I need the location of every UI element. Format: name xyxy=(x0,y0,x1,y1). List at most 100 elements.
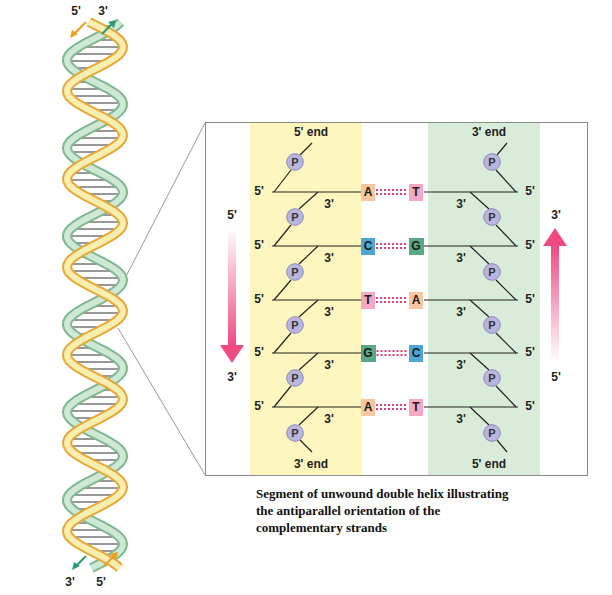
phosphate-label: P xyxy=(488,267,495,278)
helix-strand xyxy=(67,22,123,568)
phosphate-outline xyxy=(287,317,304,334)
direction-arrow xyxy=(543,228,567,246)
carbon-label: 5' xyxy=(254,400,264,413)
carbon-label: 3' xyxy=(456,198,466,211)
base-letter: G xyxy=(411,240,420,252)
backbone-line xyxy=(470,353,489,370)
phosphate-label: P xyxy=(291,157,298,168)
backbone-line xyxy=(470,300,489,317)
base-box: T xyxy=(409,399,423,416)
carbon-label: 3' xyxy=(324,198,334,211)
base-box: C xyxy=(361,238,375,255)
hydrogen-bond xyxy=(376,408,408,410)
phosphate-outline xyxy=(287,264,304,281)
helix-strand xyxy=(67,22,123,568)
hydrogen-bond xyxy=(377,350,409,352)
backbone-line xyxy=(299,300,318,317)
backbone-line xyxy=(470,246,489,264)
phosphate-outline xyxy=(287,425,304,442)
helix-end-label: 5' xyxy=(96,576,106,589)
backbone-line xyxy=(272,191,361,192)
phosphate-label: P xyxy=(488,428,495,439)
carbon-label: 3' xyxy=(456,252,466,265)
base-letter: C xyxy=(364,240,373,252)
strand-end-arrow xyxy=(110,552,118,560)
strand-end-arrow xyxy=(72,562,80,570)
backbone-line xyxy=(274,386,291,407)
base-box: A xyxy=(409,292,423,309)
phosphate-circle: P xyxy=(483,153,501,171)
strand-band: 5' end3' endPPPPPP xyxy=(250,122,362,475)
carbon-label: 3' xyxy=(324,306,334,319)
base-box: C xyxy=(409,345,423,362)
phosphate-circle: P xyxy=(483,208,501,226)
phosphate-circle: P xyxy=(286,208,304,226)
carbon-label: 5' xyxy=(525,346,535,359)
backbone-line xyxy=(497,143,507,155)
phosphate-circle: P xyxy=(286,369,304,387)
direction-arrow xyxy=(220,345,244,363)
strand-panel xyxy=(428,122,540,475)
backbone-line xyxy=(496,333,516,353)
backbone-line xyxy=(496,280,516,300)
phosphate-circle: P xyxy=(483,316,501,334)
strand-end-label: 5' end xyxy=(294,126,328,139)
base-letter: T xyxy=(364,294,371,306)
backbone-line xyxy=(470,192,489,209)
sugar-phosphate-backbone xyxy=(272,143,518,452)
backbone-line xyxy=(299,353,318,370)
helix-end-label: 3' xyxy=(98,5,108,18)
backbone-line xyxy=(274,333,291,353)
backbone-line xyxy=(299,407,318,425)
base-box: T xyxy=(361,292,375,309)
backbone-line xyxy=(497,440,507,452)
backbone-line xyxy=(299,192,318,209)
backbone-line xyxy=(299,246,318,264)
phosphate-outline xyxy=(287,154,304,171)
direction-label: 3' xyxy=(227,371,237,384)
carbon-label: 5' xyxy=(254,239,264,252)
direction-label: 5' xyxy=(227,209,237,222)
base-letter: A xyxy=(364,401,373,413)
backbone-line xyxy=(274,280,291,300)
strand-end-arrow xyxy=(74,22,86,34)
phosphate-label: P xyxy=(291,267,298,278)
backbone-line xyxy=(272,352,361,353)
helix-strand xyxy=(67,22,123,568)
backbone-line xyxy=(272,299,361,300)
hydrogen-bond xyxy=(376,297,408,299)
phosphate-label: P xyxy=(488,212,495,223)
phosphate-circle: P xyxy=(286,424,304,442)
phosphate-outline xyxy=(484,425,501,442)
phosphate-label: P xyxy=(291,428,298,439)
phosphate-circle: P xyxy=(286,153,304,171)
phosphate-circle: P xyxy=(483,263,501,281)
backbone-line xyxy=(496,386,516,407)
hydrogen-bond xyxy=(377,354,409,356)
phosphate-outline xyxy=(484,154,501,171)
carbon-label: 5' xyxy=(254,293,264,306)
backbone-line xyxy=(274,225,291,246)
hydrogen-bond xyxy=(376,301,408,303)
phosphate-outline xyxy=(484,264,501,281)
phosphate-circle: P xyxy=(286,263,304,281)
strand-panel xyxy=(250,122,362,475)
phosphate-label: P xyxy=(291,320,298,331)
phosphate-label: P xyxy=(488,320,495,331)
phosphate-label: P xyxy=(488,157,495,168)
backbone-line xyxy=(300,440,312,452)
backbone-line xyxy=(272,406,361,407)
phosphate-outline xyxy=(287,370,304,387)
hydrogen-bond xyxy=(376,193,408,195)
carbon-label: 3' xyxy=(324,413,334,426)
base-letter: G xyxy=(363,347,372,359)
backbone-line xyxy=(496,225,516,246)
phosphate-label: P xyxy=(488,373,495,384)
hydrogen-bond xyxy=(376,298,408,302)
carbon-label: 3' xyxy=(324,252,334,265)
carbon-label: 5' xyxy=(525,239,535,252)
strand-end-label: 3' end xyxy=(472,126,506,139)
figure-caption: Segment of unwound double helix illustra… xyxy=(256,486,526,537)
carbon-label: 5' xyxy=(254,346,264,359)
